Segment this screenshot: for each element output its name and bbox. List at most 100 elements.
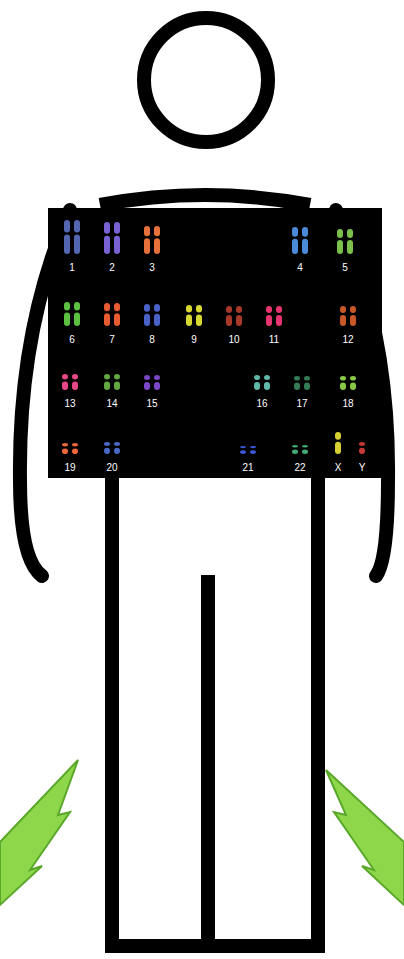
chromosome-number: 13: [64, 398, 75, 409]
legs: [112, 470, 318, 946]
chromosome-arm: [114, 303, 120, 311]
chromosome-arm: [114, 448, 120, 454]
chromosome-number: 10: [228, 334, 239, 345]
chromosome-arm: [302, 239, 308, 254]
head: [144, 18, 268, 142]
chromosome-arm: [292, 227, 298, 237]
lightning-bolt: [326, 770, 404, 905]
chromosome-arm: [264, 382, 270, 390]
chromosome-pair: [144, 304, 160, 326]
chromosome-pair: [144, 375, 160, 390]
chromosome-arm: [104, 222, 110, 234]
chromosome-arm: [104, 374, 110, 379]
chromosome-arm: [340, 315, 346, 326]
chromosome-arm: [114, 374, 120, 379]
chromosome-arm: [72, 374, 78, 379]
chromosome-arm: [64, 235, 70, 254]
chromosome-arm: [294, 383, 300, 390]
chromosome-arm: [104, 236, 110, 254]
chromosome-pair: [340, 306, 356, 326]
chromosome-number: 8: [149, 334, 155, 345]
chromosome-arm: [114, 381, 120, 390]
chromosome-pair: [294, 376, 310, 390]
chromosome-arm: [72, 448, 78, 454]
chromosome-arm: [226, 315, 232, 326]
chromosome-number: 15: [146, 398, 157, 409]
chromosome-arm: [254, 375, 260, 380]
chromosome-pair: [62, 443, 78, 454]
chromosome-pair: [104, 303, 120, 326]
chromosome-number: 5: [342, 262, 348, 273]
chromosome-arm: [250, 450, 256, 454]
chromosome-arm: [340, 383, 346, 390]
chromosome-arm: [340, 306, 346, 313]
chromosome-number: 22: [294, 462, 305, 473]
chromosome-number: X: [335, 462, 342, 473]
chromosome-arm: [104, 303, 110, 311]
chromosome-pair: [226, 306, 242, 326]
chromosome-arm: [144, 238, 150, 254]
chromosome-arm: [62, 448, 68, 454]
chromosome-number: 3: [149, 262, 155, 273]
chromosome-pair: [62, 374, 78, 390]
chromosome-pair: [292, 227, 308, 254]
chromosome-arm: [236, 315, 242, 326]
chromosome-pair: [104, 222, 120, 254]
chromosome-arm: [104, 442, 110, 446]
chromosome-arm: [154, 375, 160, 380]
chromosome-pair: [144, 226, 160, 254]
chromosome-pair: [335, 432, 341, 454]
chromosome-arm: [266, 306, 272, 313]
chromosome-number: 16: [256, 398, 267, 409]
chromosome-number: 11: [269, 334, 279, 345]
chromosome-arm: [350, 383, 356, 390]
chromosome-number: 12: [342, 334, 353, 345]
chromosome-number: 6: [69, 334, 75, 345]
chromosome-arm: [114, 222, 120, 234]
chromosome-arm: [104, 313, 110, 326]
chromosome-arm: [154, 226, 160, 236]
chromosome-arm: [359, 442, 365, 446]
chromosome-arm: [62, 443, 68, 446]
chromosome-arm: [335, 432, 341, 440]
chromosome-number: 2: [109, 262, 115, 273]
chromosome-arm: [72, 381, 78, 390]
chromosome-pair: [266, 306, 282, 326]
chromosome-arm: [276, 306, 282, 313]
chromosome-pair: [186, 305, 202, 326]
chromosome-pair: [254, 375, 270, 390]
chromosome-pair: [337, 229, 353, 254]
chromosome-arm: [304, 383, 310, 390]
chromosome-arm: [154, 238, 160, 254]
chromosome-arm: [292, 239, 298, 254]
lightning-bolt: [0, 760, 78, 905]
chromosome-arm: [226, 306, 232, 313]
chromosome-arm: [72, 443, 78, 446]
chromosome-arm: [240, 450, 246, 454]
chromosome-arm: [74, 235, 80, 254]
shoulders: [100, 195, 310, 205]
chromosome-arm: [114, 442, 120, 446]
chromosome-arm: [264, 375, 270, 380]
chromosome-number: 14: [106, 398, 117, 409]
chromosome-arm: [144, 375, 150, 380]
chromosome-arm: [304, 376, 310, 381]
chromosome-number: Y: [359, 462, 366, 473]
chromosome-arm: [350, 376, 356, 381]
chromosome-arm: [302, 445, 308, 448]
chromosome-arm: [186, 305, 192, 312]
chromosome-arm: [196, 314, 202, 326]
chromosome-arm: [74, 302, 80, 311]
chromosome-arm: [154, 314, 160, 326]
chromosome-arm: [64, 220, 70, 233]
chromosome-arm: [359, 448, 365, 454]
chromosome-arm: [104, 448, 110, 454]
chromosome-arm: [347, 240, 353, 254]
chromosome-arm: [62, 374, 68, 379]
chromosome-number: 4: [297, 262, 303, 273]
chromosome-arm: [340, 376, 346, 381]
chromosome-arm: [294, 376, 300, 381]
chromosome-pair: [64, 220, 80, 254]
chromosome-number: 19: [64, 462, 75, 473]
